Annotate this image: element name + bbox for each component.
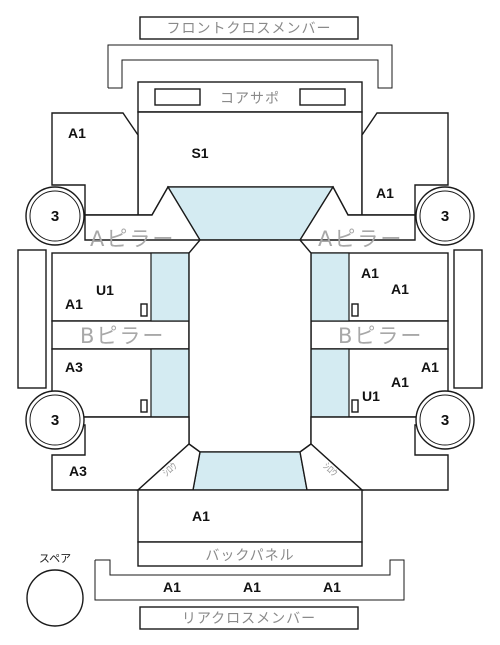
rear-bumper: [94, 559, 405, 601]
roof[interactable]: [188, 239, 312, 453]
code-rear-right-door-2: A1: [391, 374, 409, 390]
headlight-left: [154, 88, 201, 106]
window-front-right: [310, 252, 350, 322]
trunk[interactable]: [137, 489, 363, 543]
a-pillar-right-label: Aピラー: [318, 227, 403, 251]
wheel-front-right-count: 3: [441, 208, 449, 225]
side-sill-right[interactable]: [453, 249, 483, 389]
door-handle-fl: [140, 303, 148, 317]
window-rear-left: [150, 348, 190, 418]
a-pillar-left[interactable]: [84, 185, 202, 241]
code-front-left-door-1: U1: [96, 282, 114, 298]
code-trunk: A1: [192, 508, 210, 524]
back-panel[interactable]: [137, 541, 363, 567]
code-rear-left-quarter: A3: [69, 463, 87, 479]
front-cross-member-box: [139, 16, 359, 40]
code-front-left-door-2: A1: [65, 296, 83, 312]
wheel-rear-right[interactable]: 3: [415, 390, 475, 450]
spare-label: スペア: [39, 552, 71, 565]
rear-cross-member-label: リアクロスメンバー: [182, 611, 316, 627]
door-handle-rr: [351, 399, 359, 413]
headlight-right: [299, 88, 346, 106]
core-support-label: コアサポ: [220, 91, 280, 107]
spare-tire[interactable]: [26, 569, 84, 627]
b-pillar-left-label: Bピラー: [80, 324, 165, 348]
code-rear-member-1: A1: [163, 579, 181, 595]
b-pillar-right-label: Bピラー: [338, 324, 423, 348]
code-front-right-door-1: A1: [361, 265, 379, 281]
window-front-left: [150, 252, 190, 322]
b-pillar-left[interactable]: [51, 320, 190, 350]
code-rear-right-door-1: A1: [421, 359, 439, 375]
rear-window: [192, 451, 308, 491]
a-pillar-right[interactable]: [298, 185, 416, 241]
code-rear-left-door: A3: [65, 359, 83, 375]
b-pillar-right[interactable]: [310, 320, 449, 350]
a-pillar-left-label: Aピラー: [90, 227, 175, 251]
wheel-rear-left[interactable]: 3: [25, 390, 85, 450]
back-panel-label: バックパネル: [205, 548, 294, 564]
wheel-rear-right-count: 3: [441, 412, 449, 429]
core-support-label-bg: [205, 87, 295, 107]
door-handle-fr: [351, 303, 359, 317]
window-rear-right: [310, 348, 350, 418]
wheel-front-left[interactable]: 3: [25, 186, 85, 246]
code-front-left-fender: A1: [68, 125, 86, 141]
front-cross-member-label: フロントクロスメンバー: [167, 21, 332, 37]
code-front-right-fender: A1: [376, 185, 394, 201]
front-bumper: [107, 44, 393, 89]
code-rear-member-3: A1: [323, 579, 341, 595]
side-sill-left[interactable]: [17, 249, 47, 389]
code-rear-right-door-3: U1: [362, 388, 380, 404]
wheel-front-right[interactable]: 3: [415, 186, 475, 246]
code-rear-member-2: A1: [243, 579, 261, 595]
code-front-right-door-2: A1: [391, 281, 409, 297]
wheel-front-left-count: 3: [51, 208, 59, 225]
wheel-rear-left-count: 3: [51, 412, 59, 429]
door-handle-rl: [140, 399, 148, 413]
code-hood: S1: [191, 145, 208, 161]
rear-cross-member-box: [139, 606, 359, 630]
